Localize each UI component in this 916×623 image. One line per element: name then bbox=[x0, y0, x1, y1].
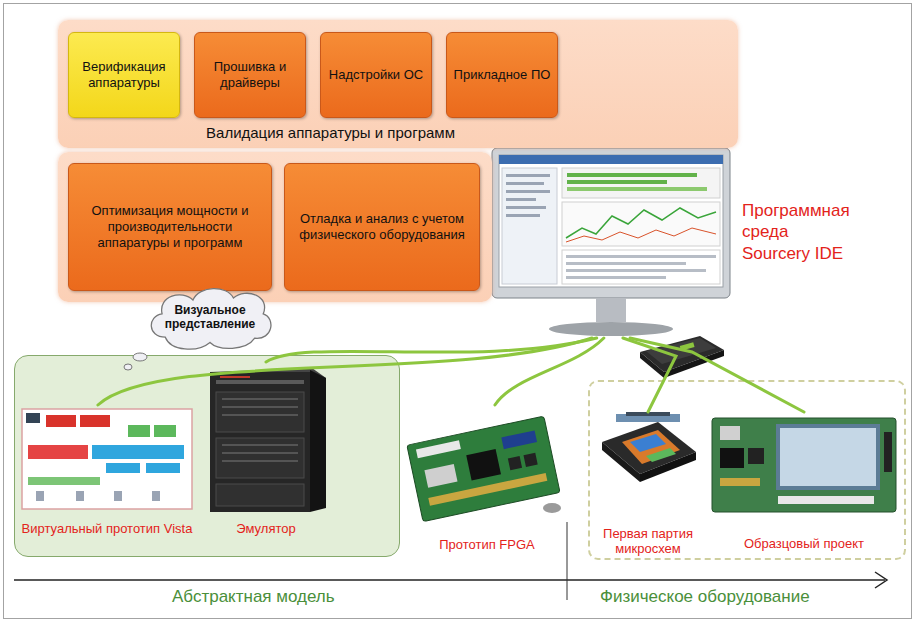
monitor-illustration bbox=[492, 148, 730, 336]
emulator-illustration bbox=[210, 368, 326, 512]
box-label: Прикладное ПО bbox=[447, 67, 557, 83]
cloud-label: Визуальное представление bbox=[144, 303, 276, 332]
model-group: Виртуальный прототип VistaЭмулятор bbox=[14, 355, 400, 557]
product-label: Программная среда Sourcery IDE bbox=[742, 200, 860, 264]
device-label: Образцовый проект bbox=[708, 536, 900, 552]
ide-monitor: Программная среда Sourcery IDE bbox=[492, 148, 730, 338]
cable-line bbox=[266, 338, 597, 362]
device-label: Прототип FPGA bbox=[408, 537, 566, 553]
mouse-icon bbox=[543, 503, 561, 513]
task-box: Отладка и анализ с учетом физического об… bbox=[284, 163, 480, 291]
vista-illustration bbox=[22, 409, 192, 509]
cable-line bbox=[495, 338, 604, 405]
task-box: Прикладное ПО bbox=[446, 32, 558, 118]
validation-panel: Валидация аппаратуры и программ Верификац… bbox=[58, 20, 738, 148]
device-label: Первая партия микросхем bbox=[596, 526, 700, 557]
task-box: Прошивка и драйверы bbox=[194, 32, 306, 118]
chip-illustration bbox=[602, 412, 696, 482]
box-label: Верификация аппаратуры bbox=[69, 59, 179, 92]
hardware-group: Первая партия микросхем Образцовый проект bbox=[588, 380, 906, 560]
task-box: Надстройки ОС bbox=[320, 32, 432, 118]
vista-prototype: Виртуальный прототип Vista bbox=[16, 405, 198, 537]
cable-line bbox=[623, 338, 676, 412]
box-label: Оптимизация мощности и производительност… bbox=[69, 203, 271, 252]
callout-cloud: Визуальное представление bbox=[144, 282, 276, 352]
axis-label: Физическое оборудование bbox=[600, 587, 810, 607]
first-chips: Первая партия микросхем bbox=[596, 412, 700, 557]
analysis-panel: Оптимизация мощности и производительност… bbox=[58, 152, 492, 302]
fpga-board bbox=[407, 416, 560, 521]
box-label: Прошивка и драйверы bbox=[195, 59, 305, 92]
sample-board bbox=[712, 418, 896, 512]
axis-label: Абстрактная модель bbox=[172, 587, 335, 607]
device-label: Эмулятор bbox=[200, 521, 332, 537]
device-label: Виртуальный прототип Vista bbox=[16, 521, 198, 537]
box-label: Отладка и анализ с учетом физического об… bbox=[285, 211, 479, 244]
cable-line bbox=[98, 338, 592, 405]
cloud-tail bbox=[124, 353, 147, 370]
box-label: Надстройки ОС bbox=[321, 67, 431, 83]
task-box: Оптимизация мощности и производительност… bbox=[68, 163, 272, 291]
emulator: Эмулятор bbox=[200, 362, 332, 537]
sample-design: Образцовый проект bbox=[708, 412, 900, 552]
fpga-prototype: Прототип FPGA bbox=[408, 405, 566, 553]
panel-title: Валидация аппаратуры и программ bbox=[58, 124, 603, 142]
task-box: Верификация аппаратуры bbox=[68, 32, 180, 118]
cable-line bbox=[630, 338, 804, 412]
